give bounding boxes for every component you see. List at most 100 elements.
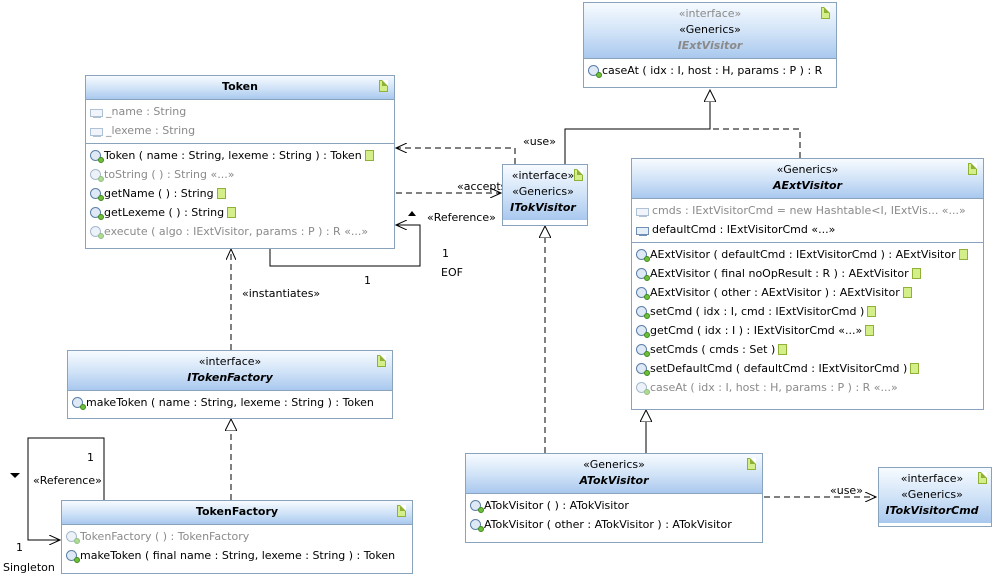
method-signature: setCmds ( cmds : Set ) — [650, 343, 776, 356]
public-method-icon — [90, 188, 104, 201]
public-method-icon — [636, 363, 650, 376]
note-icon — [902, 287, 912, 298]
method-signature: setDefaultCmd ( defaultCmd : IExtVisitor… — [650, 362, 908, 375]
class-name: ITokVisitor — [510, 201, 576, 214]
aextvisitor-implements-iextvisitor — [710, 128, 801, 158]
note-icon — [910, 363, 920, 374]
multiplicity-label-b: 1 — [364, 274, 371, 287]
public-method-icon — [636, 325, 650, 338]
note-icon — [958, 249, 968, 260]
method-row[interactable]: ATokVisitor ( ) : ATokVisitor — [470, 496, 758, 515]
method-signature: execute ( algo : IExtVisitor, params : P… — [104, 225, 369, 238]
use-label-2: «use» — [830, 484, 863, 497]
class-header: Token — [86, 76, 394, 100]
method-signature: setCmd ( idx : I, cmd : IExtVisitorCmd ) — [650, 305, 865, 318]
method-row[interactable]: getCmd ( idx : I ) : IExtVisitorCmd «...… — [636, 321, 979, 340]
field-row[interactable]: _name : String — [90, 102, 390, 121]
method-signature: getLexeme ( ) : String — [104, 206, 225, 219]
stereotype: «Generics» — [512, 185, 574, 198]
use-label-1: «use» — [523, 135, 556, 148]
class-aextvisitor[interactable]: «Generics» AExtVisitor cmds : IExtVisito… — [631, 158, 984, 410]
method-signature: caseAt ( idx : I, host : H, params : P )… — [602, 64, 823, 77]
field-row[interactable]: cmds : IExtVisitorCmd = new Hashtable<I,… — [636, 201, 979, 220]
singleton-label: Singleton — [3, 561, 55, 574]
class-name: Token — [222, 80, 258, 93]
method-row[interactable]: getName ( ) : String — [90, 184, 390, 203]
class-atokvisitor[interactable]: «Generics» ATokVisitor ATokVisitor ( ) :… — [465, 453, 763, 543]
method-row[interactable]: toString ( ) : String «...» — [90, 165, 390, 184]
method-row[interactable]: AExtVisitor ( defaultCmd : IExtVisitorCm… — [636, 245, 979, 264]
public-method-icon — [636, 306, 650, 319]
public-method-icon — [470, 519, 484, 532]
method-row[interactable]: getLexeme ( ) : String — [90, 203, 390, 222]
note-icon — [364, 150, 374, 161]
method-signature: AExtVisitor ( defaultCmd : IExtVisitorCm… — [650, 248, 956, 261]
method-signature: toString ( ) : String «...» — [104, 168, 235, 181]
class-token[interactable]: Token _name : String _lexeme : String To… — [85, 75, 395, 249]
class-itokvisitor[interactable]: «interface» «Generics» ITokVisitor — [502, 164, 588, 226]
stereotype: «Generics» — [679, 23, 741, 36]
public-method-icon — [636, 344, 650, 357]
public-method-icon — [72, 397, 86, 410]
public-method-icon — [636, 249, 650, 262]
method-row[interactable]: AExtVisitor ( other : AExtVisitor ) : AE… — [636, 283, 979, 302]
document-icon — [379, 80, 388, 92]
method-row[interactable]: AExtVisitor ( final noOpResult : R ) : A… — [636, 264, 979, 283]
method-signature: getName ( ) : String — [104, 187, 214, 200]
accepts-label: «accepts» — [457, 180, 514, 193]
method-signature: makeToken ( final name : String, lexeme … — [80, 549, 396, 562]
method-signature: makeToken ( name : String, lexeme : Stri… — [86, 396, 374, 409]
itokvisitor-uses-token — [396, 148, 516, 164]
note-icon — [227, 207, 237, 218]
multiplicity-label-c: 1 — [87, 451, 94, 464]
field-row[interactable]: defaultCmd : IExtVisitorCmd «...» — [636, 220, 979, 239]
itokvisitor-extends-iextvisitor — [564, 90, 710, 164]
public-method-icon — [636, 382, 650, 395]
stereotype: «Generics» — [583, 458, 645, 471]
method-row[interactable]: caseAt ( idx : I, host : H, params : P )… — [588, 61, 832, 80]
class-itokvisitorcmd[interactable]: «interface» «Generics» ITokVisitorCmd — [878, 467, 992, 527]
fields-section: _name : String _lexeme : String — [86, 100, 394, 143]
method-signature: AExtVisitor ( other : AExtVisitor ) : AE… — [650, 286, 900, 299]
method-row[interactable]: caseAt ( idx : I, host : H, params : P )… — [636, 378, 979, 397]
note-icon — [911, 268, 921, 279]
method-row[interactable]: makeToken ( name : String, lexeme : Stri… — [72, 393, 388, 412]
method-row[interactable]: TokenFactory ( ) : TokenFactory — [66, 527, 408, 546]
class-header: «interface» «Generics» ITokVisitor — [503, 165, 587, 220]
method-row[interactable]: Token ( name : String, lexeme : String )… — [90, 146, 390, 165]
public-method-icon — [90, 150, 104, 163]
methods-section: caseAt ( idx : I, host : H, params : P )… — [584, 59, 836, 83]
method-signature: caseAt ( idx : I, host : H, params : P )… — [650, 381, 898, 394]
document-icon — [821, 7, 830, 19]
public-method-icon — [90, 226, 104, 239]
method-row[interactable]: setCmd ( idx : I, cmd : IExtVisitorCmd ) — [636, 302, 979, 321]
public-method-icon — [90, 207, 104, 220]
private-field-icon — [90, 108, 103, 118]
method-row[interactable]: ATokVisitor ( other : ATokVisitor ) : AT… — [470, 515, 758, 534]
class-itokenfactory[interactable]: «interface» ITokenFactory makeToken ( na… — [67, 350, 393, 419]
method-row[interactable]: setDefaultCmd ( defaultCmd : IExtVisitor… — [636, 359, 979, 378]
class-header: «interface» «Generics» IExtVisitor — [584, 3, 836, 59]
stereotype: «interface» — [511, 169, 575, 182]
class-tokenfactory[interactable]: TokenFactory TokenFactory ( ) : TokenFac… — [61, 500, 413, 574]
tokenfactory-self-reference — [27, 437, 105, 540]
private-field-icon — [636, 226, 649, 236]
class-iextvisitor[interactable]: «interface» «Generics» IExtVisitor caseA… — [583, 2, 837, 88]
method-row[interactable]: setCmds ( cmds : Set ) — [636, 340, 979, 359]
public-method-icon — [90, 169, 104, 182]
document-icon — [574, 169, 583, 181]
method-row[interactable]: execute ( algo : IExtVisitor, params : P… — [90, 222, 390, 241]
field-signature: defaultCmd : IExtVisitorCmd «...» — [652, 223, 836, 236]
multiplicity-label-d: 1 — [16, 541, 23, 554]
method-signature: ATokVisitor ( ) : ATokVisitor — [484, 499, 629, 512]
public-method-icon — [66, 531, 80, 544]
protected-field-icon — [636, 207, 649, 217]
method-row[interactable]: makeToken ( final name : String, lexeme … — [66, 546, 408, 565]
class-header: «interface» «Generics» ITokVisitorCmd — [879, 468, 991, 523]
class-name: ATokVisitor — [579, 474, 649, 487]
class-header: «interface» ITokenFactory — [68, 351, 392, 391]
note-icon — [865, 325, 875, 336]
class-header: «Generics» AExtVisitor — [632, 159, 983, 199]
field-row[interactable]: _lexeme : String — [90, 121, 390, 140]
